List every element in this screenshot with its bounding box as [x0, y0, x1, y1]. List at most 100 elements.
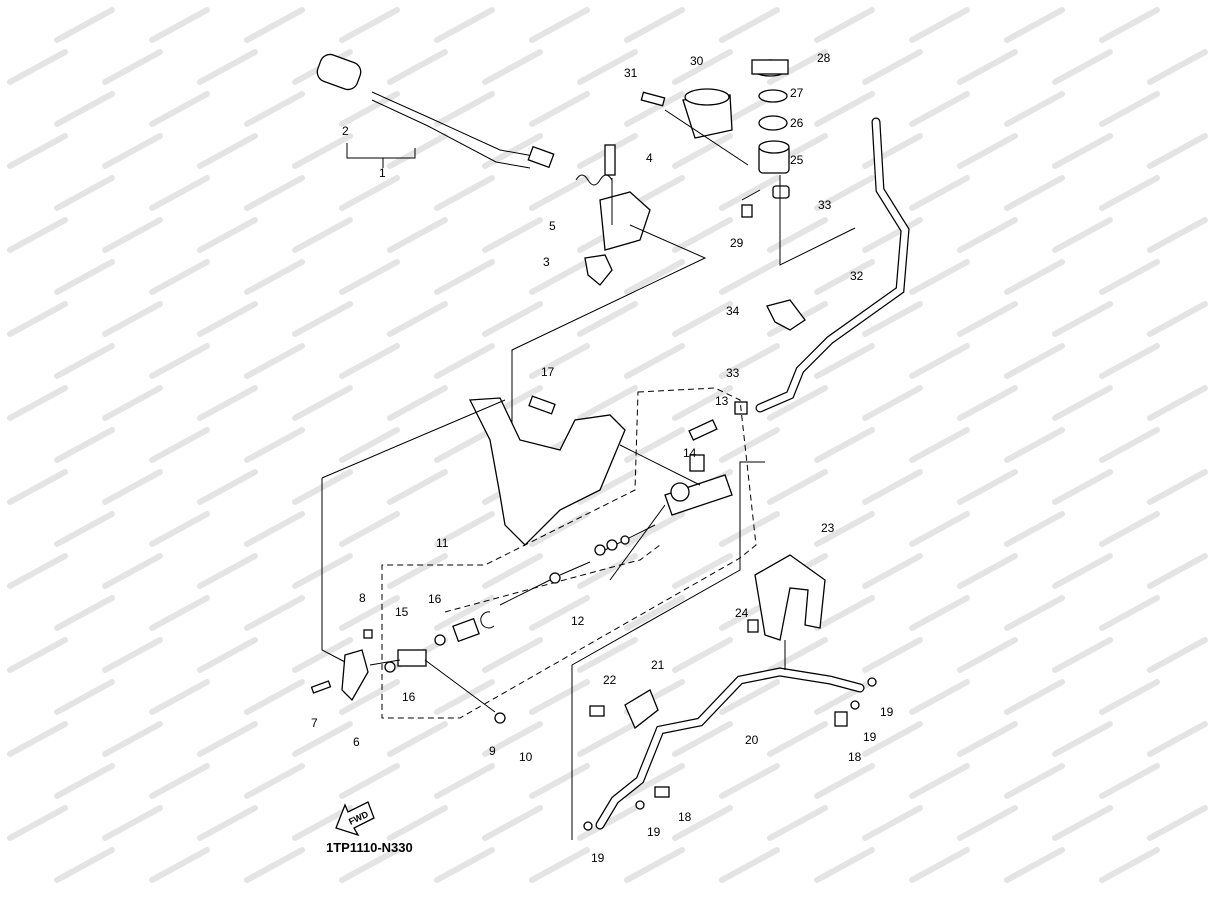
watermark-mark	[909, 175, 970, 211]
callout: 29	[730, 236, 744, 250]
watermark-mark	[672, 637, 733, 673]
watermark-mark	[244, 343, 305, 379]
callouts: 1 2 3 4 5 6 7 8 9 10 11 12 13 14 15 16 1…	[311, 51, 894, 865]
watermark-mark	[957, 49, 1018, 85]
watermark-mark	[197, 721, 258, 757]
watermark-mark	[1147, 637, 1208, 673]
callout: 31	[624, 66, 638, 80]
watermark-mark	[957, 301, 1018, 337]
watermark-mark	[482, 301, 543, 337]
watermark-mark	[814, 595, 875, 631]
watermark-mark	[339, 259, 400, 295]
watermark-mark	[54, 595, 115, 631]
watermark-mark	[529, 343, 590, 379]
watermark-mark	[1052, 385, 1113, 421]
callout: 33	[818, 198, 832, 212]
watermark-mark	[862, 805, 923, 841]
watermark-mark	[577, 301, 638, 337]
watermark-mark	[1052, 721, 1113, 757]
watermark-mark	[577, 49, 638, 85]
hose-guide-23	[754, 554, 826, 641]
watermark-mark	[1004, 679, 1065, 715]
watermark-mark	[1147, 217, 1208, 253]
watermark-mark	[7, 553, 68, 589]
watermark-mark	[1099, 427, 1160, 463]
watermark-mark	[1147, 385, 1208, 421]
watermark-mark	[814, 763, 875, 799]
watermark-mark	[719, 427, 780, 463]
watermark-mark	[197, 49, 258, 85]
watermark-mark	[387, 805, 448, 841]
callout: 15	[395, 605, 409, 619]
watermark-mark	[957, 385, 1018, 421]
watermark-mark	[149, 7, 210, 43]
watermark-mark	[624, 343, 685, 379]
bolt-22	[589, 705, 605, 717]
watermark-mark	[482, 721, 543, 757]
spring	[575, 174, 613, 186]
watermark-mark	[1099, 259, 1160, 295]
callout: 34	[726, 304, 740, 318]
watermark-mark	[102, 385, 163, 421]
watermark-mark	[197, 217, 258, 253]
callout: 18	[848, 750, 862, 764]
watermark-mark	[1099, 91, 1160, 127]
watermark-mark	[244, 427, 305, 463]
watermark-mark	[909, 259, 970, 295]
watermark-mark	[672, 217, 733, 253]
watermark-mark	[387, 721, 448, 757]
watermark-mark	[339, 847, 400, 883]
watermark-mark	[434, 259, 495, 295]
watermark-mark	[624, 595, 685, 631]
watermark-mark	[1052, 301, 1113, 337]
watermark-mark	[387, 469, 448, 505]
watermark-mark	[719, 343, 780, 379]
watermark-mark	[149, 259, 210, 295]
callout: 24	[735, 606, 749, 620]
watermark-mark	[54, 511, 115, 547]
watermark-mark	[1099, 343, 1160, 379]
watermark-mark	[387, 301, 448, 337]
callout: 20	[745, 733, 759, 747]
watermark-mark	[102, 217, 163, 253]
watermark-mark	[149, 91, 210, 127]
callout: 25	[790, 153, 804, 167]
watermark-mark	[767, 721, 828, 757]
watermark-mark	[197, 553, 258, 589]
watermark-mark	[102, 805, 163, 841]
watermark-mark	[102, 553, 163, 589]
watermark-mark	[577, 805, 638, 841]
watermark-mark	[102, 49, 163, 85]
watermark-mark	[624, 763, 685, 799]
watermark-mark	[957, 133, 1018, 169]
watermark-mark	[577, 553, 638, 589]
watermark-mark	[719, 679, 780, 715]
watermark-mark	[1052, 469, 1113, 505]
watermark-mark	[292, 301, 353, 337]
watermark-mark	[339, 595, 400, 631]
watermark-mark	[767, 637, 828, 673]
watermark-mark	[7, 469, 68, 505]
watermark-mark	[529, 175, 590, 211]
watermark-mark	[672, 49, 733, 85]
watermark-mark	[1147, 721, 1208, 757]
watermark-mark	[909, 427, 970, 463]
callout: 19	[880, 705, 894, 719]
watermark-mark	[1052, 133, 1113, 169]
callout: 11	[436, 536, 449, 550]
watermark-mark	[434, 427, 495, 463]
master-cylinder	[609, 419, 733, 581]
watermark-mark	[767, 49, 828, 85]
watermark-mark	[54, 175, 115, 211]
watermark-mark	[1099, 847, 1160, 883]
callout: 1	[379, 166, 386, 180]
watermark-mark	[7, 637, 68, 673]
watermark-mark	[767, 805, 828, 841]
watermark-mark	[1004, 595, 1065, 631]
watermark-mark	[672, 133, 733, 169]
watermark-mark	[624, 847, 685, 883]
watermark-mark	[957, 553, 1018, 589]
watermark-mark	[102, 301, 163, 337]
